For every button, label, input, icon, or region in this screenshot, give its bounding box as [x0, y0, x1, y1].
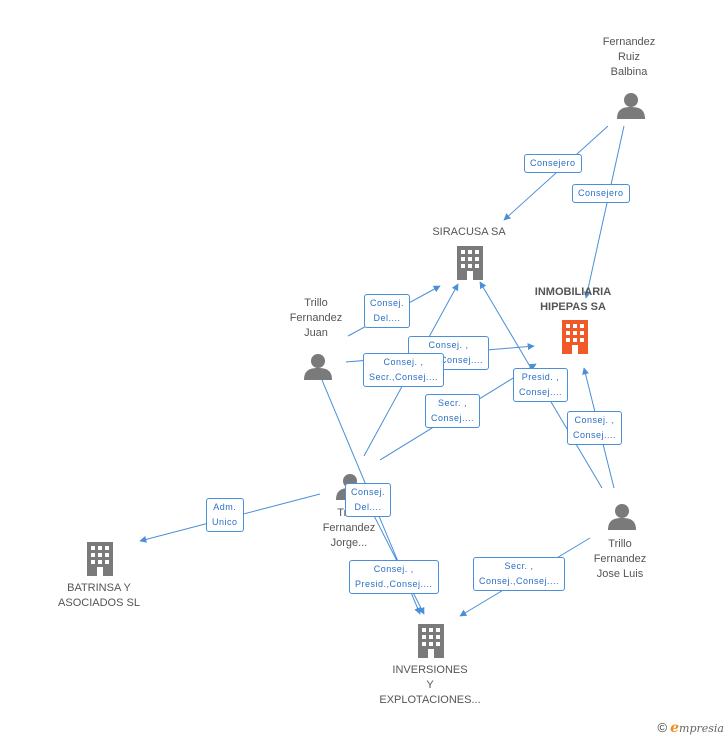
brand-logo-letter: e	[670, 720, 680, 736]
label-line: EXPLOTACIONES...	[379, 694, 481, 706]
edge-label-line: Adm.	[213, 502, 237, 512]
person-icon[interactable]	[608, 504, 636, 530]
person-label-fernandez-ruiz[interactable]: Fernandez Ruiz Balbina	[603, 35, 656, 80]
edge-label[interactable]: Consejero	[572, 184, 630, 203]
edge-label-line: Consej. ,	[373, 564, 414, 574]
building-icon[interactable]	[418, 624, 444, 658]
company-label-siracusa[interactable]: SIRACUSA SA	[432, 225, 505, 240]
edge-label-line: Consej. ,	[383, 357, 424, 367]
person-label-trillo-juan[interactable]: Trillo Fernandez Juan	[290, 296, 343, 341]
edge-label-line: Secr. ,	[504, 561, 534, 571]
edge-label[interactable]: Consej. , Secr.,Consej....	[363, 353, 445, 387]
building-icon[interactable]	[457, 246, 483, 280]
company-label-inversiones[interactable]: INVERSIONES Y EXPLOTACIONES...	[379, 663, 480, 708]
edge-label-line: Presid.,Consej....	[355, 579, 433, 589]
label-line: Jose Luis	[596, 568, 644, 580]
label-line: Ruiz	[617, 51, 640, 63]
edge-label[interactable]: Adm. Unico	[206, 498, 244, 532]
edge-label-line: Consej.	[351, 487, 386, 497]
label-line: Fernandez	[593, 553, 647, 565]
label-line: Trillo	[304, 297, 328, 309]
company-label-batrinsa[interactable]: BATRINSA Y ASOCIADOS SL	[58, 581, 140, 611]
edge-label-line: Unico	[212, 517, 238, 527]
label-line: Fernandez	[602, 36, 656, 48]
edge-label-line: Secr. ,	[438, 398, 468, 408]
edge-label[interactable]: Consej. , Presid.,Consej....	[349, 560, 439, 594]
edge-label[interactable]: Secr. , Consej.,Consej....	[473, 557, 566, 591]
edge-label-line: Consej. ,	[428, 340, 469, 350]
footer-brand: © empresia	[657, 720, 724, 736]
edge-label[interactable]: Secr. , Consej....	[425, 394, 481, 428]
copyright-icon: ©	[657, 720, 668, 735]
edge-label-line: Consej....	[573, 430, 617, 440]
edge-label-line: Consej....	[519, 387, 563, 397]
label-line: Balbina	[610, 66, 648, 78]
label-line: Fernandez	[322, 522, 376, 534]
label-line: ASOCIADOS SL	[58, 597, 140, 609]
edge-label-line: Del....	[373, 313, 401, 323]
label-line: SIRACUSA SA	[432, 226, 506, 238]
label-line: Trillo	[608, 538, 632, 550]
edge-label-line: Consej.	[370, 298, 405, 308]
edge-label[interactable]: Consej. Del....	[345, 483, 392, 517]
edge-label-line: Consej....	[431, 413, 475, 423]
label-line: BATRINSA Y	[67, 582, 131, 594]
building-icon[interactable]	[562, 320, 588, 354]
edge-label[interactable]: Consej. , Consej....	[567, 411, 623, 445]
edge-label-line: Consejero	[578, 188, 624, 198]
label-line: Juan	[304, 327, 328, 339]
label-line: INMOBILIARIA	[534, 286, 612, 298]
label-line: HIPEPAS SA	[540, 301, 606, 313]
person-icon[interactable]	[617, 93, 645, 119]
brand-name: mpresia	[679, 722, 724, 735]
edge-line	[365, 499, 425, 615]
label-line: Y	[426, 679, 434, 691]
label-line: Jorge...	[330, 537, 368, 549]
edge-label-line: Del....	[354, 502, 382, 512]
edge-label-line: Presid. ,	[521, 372, 560, 382]
edge-line	[583, 125, 625, 299]
edge-line	[503, 125, 609, 221]
person-icon[interactable]	[304, 354, 332, 380]
edge-label-line: Secr.,Consej....	[369, 372, 439, 382]
edge-label[interactable]: Consejero	[524, 154, 582, 173]
edge-label-line: Secr.,Consej....	[414, 355, 484, 365]
edge-label-line: Consej. ,	[574, 415, 615, 425]
edge-label[interactable]: Presid. , Consej....	[513, 368, 569, 402]
company-label-inmobiliaria[interactable]: INMOBILIARIA HIPEPAS SA	[535, 285, 611, 315]
edge-label-line: Consejero	[530, 158, 576, 168]
person-label-trillo-jose[interactable]: Trillo Fernandez Jose Luis	[594, 537, 647, 582]
edge-label[interactable]: Consej. Del....	[364, 294, 411, 328]
building-icon[interactable]	[87, 542, 113, 576]
label-line: Fernandez	[289, 312, 343, 324]
label-line: INVERSIONES	[392, 664, 468, 676]
edge-label-line: Consej.,Consej....	[479, 576, 560, 586]
